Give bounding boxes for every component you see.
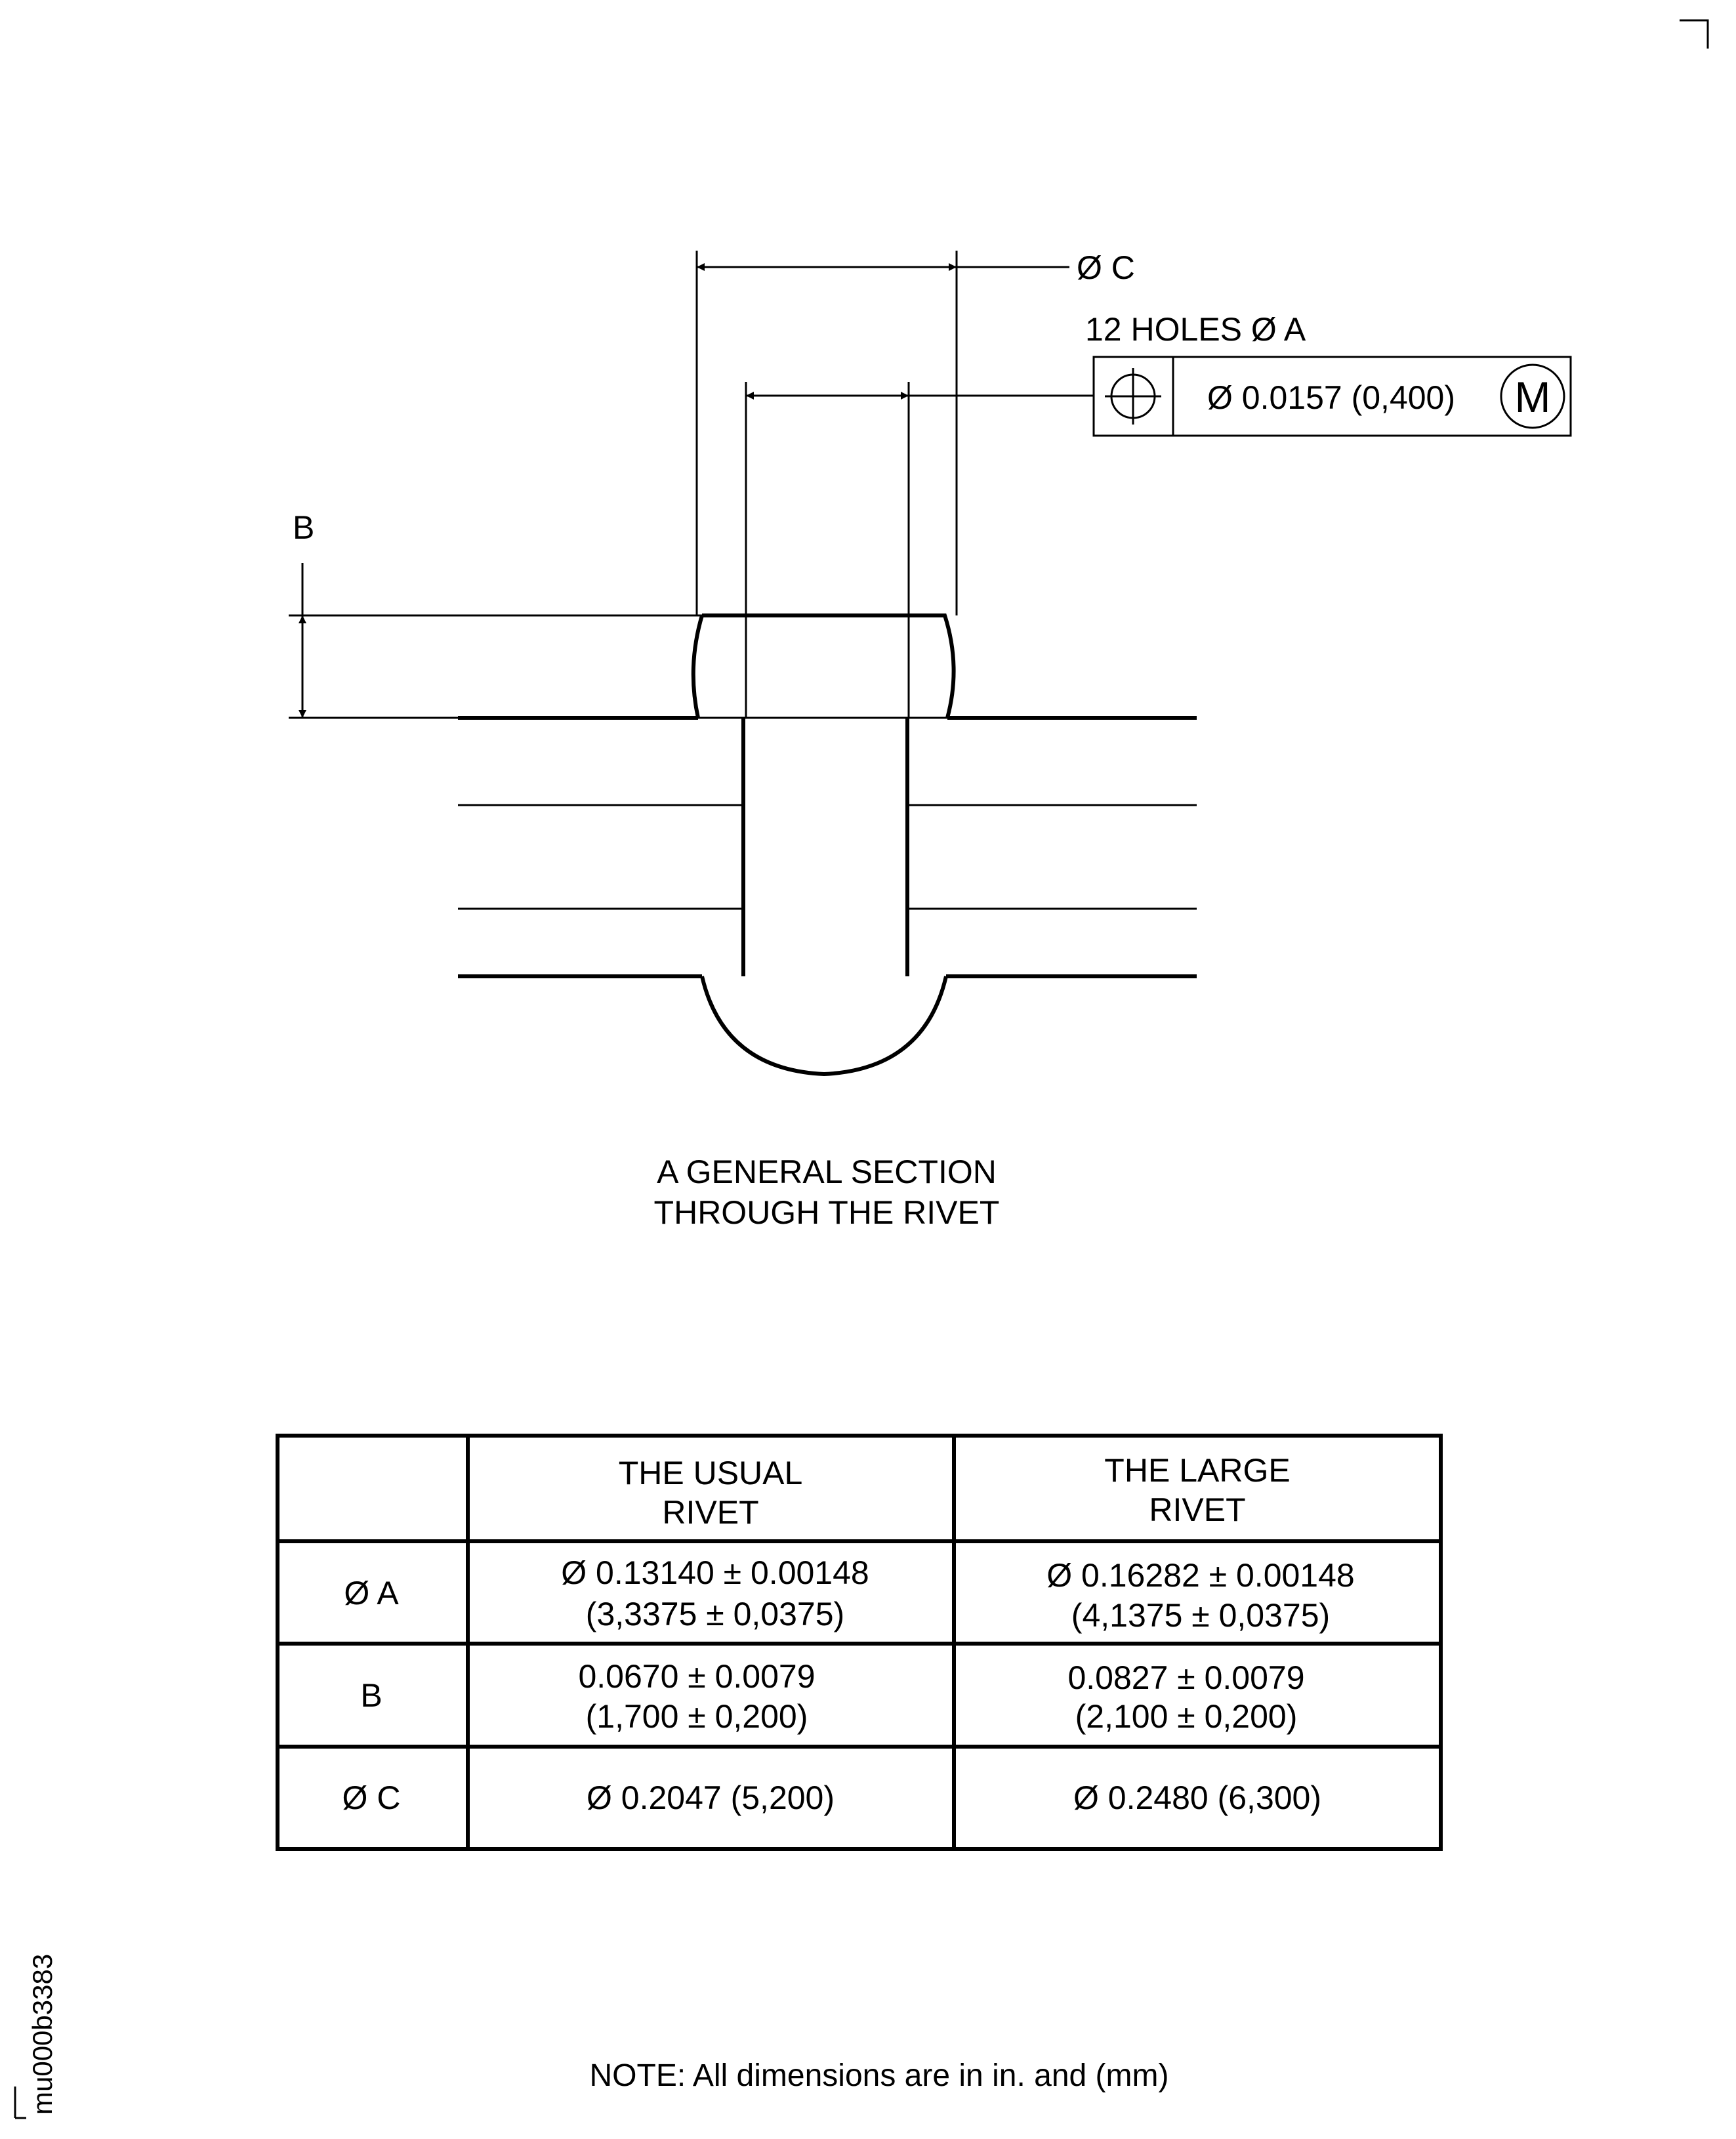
mmc-modifier-letter: M (1515, 373, 1551, 421)
fcf-border (1092, 356, 1572, 437)
cell-b-large-line2: (2,100 ± 0,200) (1075, 1698, 1298, 1735)
label-dia-c: Ø C (1077, 249, 1135, 286)
row-label-b: B (360, 1677, 382, 1714)
fcf-tolerance-value: Ø 0.0157 (0,400) (1207, 379, 1455, 416)
header-large-line1: THE LARGE (1104, 1452, 1290, 1489)
cell-b-large-line1: 0.0827 ± 0.0079 (1067, 1659, 1304, 1696)
cell-c-usual: Ø 0.2047 (5,200) (587, 1779, 835, 1816)
cell-c-large: Ø 0.2480 (6,300) (1073, 1779, 1321, 1816)
mmc-modifier-icon (1500, 363, 1565, 429)
row-label-a: Ø A (344, 1575, 399, 1611)
cell-a-large-line2: (4,1375 ± 0,0375) (1071, 1597, 1330, 1634)
dimension-c: Ø C (695, 249, 1135, 615)
label-holes: 12 HOLES Ø A (1085, 311, 1306, 348)
cell-a-usual-line2: (3,3375 ± 0,0375) (586, 1596, 844, 1632)
caption-line-2: THROUGH THE RIVET (654, 1194, 1000, 1231)
header-usual-line2: RIVET (662, 1494, 758, 1531)
rivet-section (458, 613, 1197, 1077)
rivet-round-head (700, 976, 948, 1077)
cell-a-large-line1: Ø 0.16282 ± 0.00148 (1046, 1557, 1354, 1594)
dimension-b: B (289, 509, 702, 719)
header-large-line2: RIVET (1149, 1491, 1245, 1528)
figure-id: mu000b3383 (27, 1954, 58, 2115)
cell-b-usual-line2: (1,700 ± 0,200) (586, 1698, 808, 1735)
dimension-table: THE USUAL RIVET THE LARGE RIVET Ø A Ø 0.… (276, 1434, 1443, 1851)
header-usual-line1: THE USUAL (619, 1455, 803, 1491)
caption-line-1: A GENERAL SECTION (657, 1153, 997, 1190)
rivet-upset-head (691, 613, 956, 718)
position-symbol-icon (1105, 368, 1161, 425)
figure-id-bracket (14, 2087, 26, 2119)
cell-b-usual-line1: 0.0670 ± 0.0079 (578, 1658, 815, 1695)
dimension-a: 12 HOLES Ø A (745, 311, 1306, 718)
row-label-c: Ø C (342, 1779, 401, 1816)
label-dim-b: B (293, 509, 314, 546)
cell-a-usual-line1: Ø 0.13140 ± 0.00148 (561, 1554, 869, 1591)
units-note: NOTE: All dimensions are in in. and (mm) (590, 2058, 1169, 2093)
feature-control-frame: Ø 0.0157 (0,400) M (1092, 356, 1572, 437)
corner-mark (1680, 19, 1709, 49)
